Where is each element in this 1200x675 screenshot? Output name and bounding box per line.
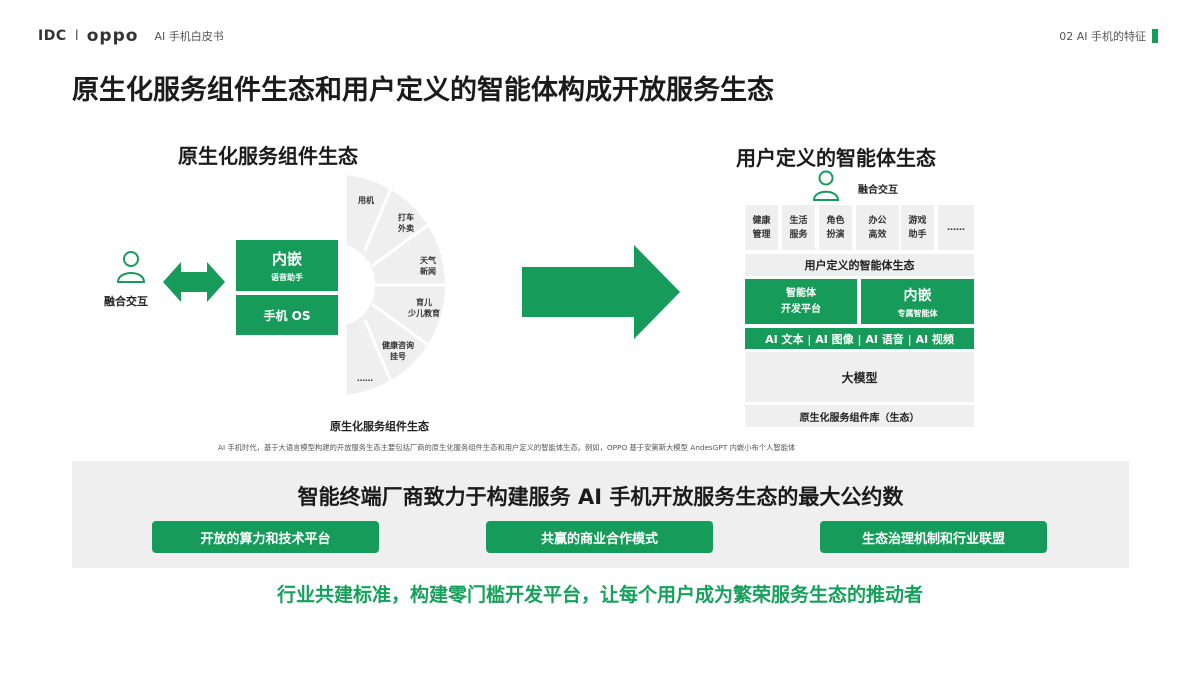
user-icon bbox=[116, 250, 146, 284]
embedded-agent-box: 内嵌 专属智能体 bbox=[861, 279, 974, 324]
phone-os-box: 手机 OS bbox=[236, 295, 338, 335]
fan-item: …… bbox=[357, 374, 373, 383]
fan-item: 天气 新闻 bbox=[420, 256, 436, 276]
figure-caption: AI 手机时代，基于大语言模型构建的开放服务生态主要包括厂商的原生化服务组件生态… bbox=[218, 443, 796, 452]
service-fan bbox=[343, 175, 455, 395]
right-user-label: 融合交互 bbox=[858, 185, 898, 196]
user-icon bbox=[812, 170, 840, 202]
fan-item: 健康咨询 挂号 bbox=[382, 341, 414, 361]
banner-panel: 智能终端厂商致力于构建服务 AI 手机开放服务生态的最大公约数 开放的算力和技术… bbox=[72, 461, 1129, 568]
agent-platform-box: 智能体 开发平台 bbox=[745, 279, 857, 324]
footer-slogan: 行业共建标准，构建零门槛开发平台，让每个用户成为繁荣服务生态的推动者 bbox=[276, 584, 923, 606]
agent-cell: 角色 扮演 bbox=[819, 205, 852, 250]
embedded-label: 内嵌 bbox=[271, 250, 302, 268]
assistant-label: 语音助手 bbox=[271, 273, 303, 282]
right-arrow-icon bbox=[522, 245, 680, 343]
banner-title: 智能终端厂商致力于构建服务 AI 手机开放服务生态的最大公约数 bbox=[297, 485, 904, 509]
agent-ecosystem-bar: 用户定义的智能体生态 bbox=[745, 254, 974, 276]
fan-item: 育儿 少儿教育 bbox=[408, 298, 440, 318]
document-name: AI 手机白皮书 bbox=[154, 30, 224, 43]
banner-pill: 开放的算力和技术平台 bbox=[152, 521, 379, 553]
left-user-label: 融合交互 bbox=[104, 295, 148, 308]
ai-capabilities-bar: AI 文本 | AI 图像 | AI 语音 | AI 视频 bbox=[745, 328, 974, 349]
double-arrow-icon bbox=[163, 260, 225, 308]
agent-cell: 办公 高效 bbox=[856, 205, 899, 250]
service-library-bar: 原生化服务组件库（生态） bbox=[745, 405, 974, 427]
logo-separator: I bbox=[74, 28, 79, 44]
left-section-title: 原生化服务组件生态 bbox=[178, 144, 358, 168]
agent-cell: 生活 服务 bbox=[782, 205, 815, 250]
exclusive-agent-label: 专属智能体 bbox=[897, 308, 938, 318]
fan-item: 用机 bbox=[358, 196, 374, 205]
agent-cell: 游戏 助手 bbox=[901, 205, 934, 250]
agent-cell: …… bbox=[938, 205, 974, 250]
banner-pill: 生态治理机制和行业联盟 bbox=[820, 521, 1047, 553]
large-model-box: 大模型 bbox=[745, 352, 974, 402]
banner-pill: 共赢的商业合作模式 bbox=[486, 521, 713, 553]
header-logos: IDC I oppo AI 手机白皮书 bbox=[38, 26, 224, 46]
embedded-label: 内嵌 bbox=[903, 287, 932, 304]
idc-logo: IDC bbox=[38, 28, 67, 44]
right-section-title: 用户定义的智能体生态 bbox=[736, 146, 936, 170]
oppo-logo: oppo bbox=[86, 26, 139, 46]
section-bar bbox=[1152, 29, 1158, 43]
page-title: 原生化服务组件生态和用户定义的智能体构成开放服务生态 bbox=[72, 75, 774, 106]
left-bottom-label: 原生化服务组件生态 bbox=[330, 420, 429, 433]
section-indicator: 02 AI 手机的特征 bbox=[1059, 28, 1158, 44]
fan-item: 打车 外卖 bbox=[398, 213, 414, 233]
embedded-assistant-box: 内嵌 语音助手 bbox=[236, 240, 338, 291]
section-label: 02 AI 手机的特征 bbox=[1059, 30, 1146, 43]
agent-cell: 健康 管理 bbox=[745, 205, 778, 250]
